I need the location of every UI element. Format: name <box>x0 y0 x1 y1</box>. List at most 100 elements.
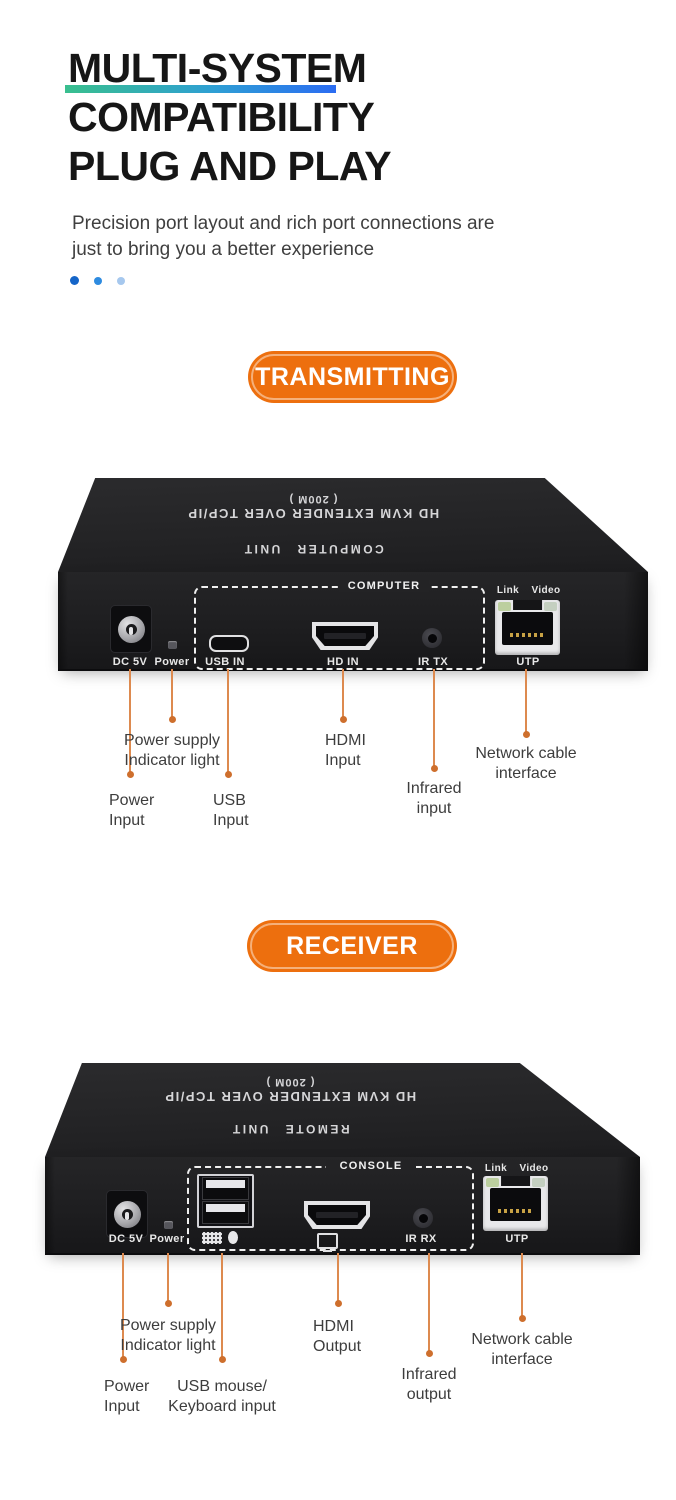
power-led <box>164 1221 173 1229</box>
dc-label: DC 5V <box>108 1233 144 1245</box>
device-range-text: ( 200M ) <box>265 1076 315 1088</box>
dc-jack-ring <box>117 615 145 643</box>
callout-label-network: Network cable interface <box>475 745 577 782</box>
transmitter-top-face: HD KVM EXTENDER OVER TCP/IP ( 200M ) COM… <box>58 478 648 572</box>
callout-line-hdmi-input <box>342 669 344 719</box>
callout-dot-network <box>518 1315 526 1322</box>
usb-a-tongue <box>206 1204 245 1212</box>
usb-a-port-top <box>202 1177 249 1200</box>
mouse-icon <box>228 1231 238 1244</box>
callout-line-network <box>525 669 527 733</box>
usb-a-dual-port <box>197 1174 254 1228</box>
transmitting-badge: TRANSMITTING <box>248 351 457 403</box>
ir-jack-hole <box>418 1213 428 1223</box>
panel-left-shade <box>45 1157 55 1253</box>
dc-jack-pin <box>129 627 133 635</box>
rj45-cavity <box>490 1188 541 1221</box>
video-label: Video <box>519 1163 549 1174</box>
receiver-badge-label: RECEIVER <box>286 931 418 960</box>
link-led <box>486 1178 499 1187</box>
callout-dot-power-input <box>126 771 134 778</box>
video-led <box>544 602 557 611</box>
usb-in-label: USB IN <box>205 656 245 668</box>
dc-power-jack <box>106 1190 148 1238</box>
title-line-3: PLUG AND PLAY <box>68 143 392 189</box>
callout-dot-usb <box>218 1356 226 1363</box>
transmitter-unit-text: COMPUTER UNIT <box>242 542 384 556</box>
transmitter-top-text: HD KVM EXTENDER OVER TCP/IP ( 200M ) <box>153 493 473 521</box>
rj45-cavity <box>502 612 553 645</box>
pagination-dot-3[interactable] <box>117 276 125 285</box>
usb-a-port-bottom <box>202 1201 249 1224</box>
monitor-icon <box>317 1233 338 1252</box>
callout-line-infrared-output <box>428 1253 430 1352</box>
callout-dot-usb-input <box>224 771 232 778</box>
title-underline <box>65 85 336 93</box>
rj45-pins <box>497 1209 534 1213</box>
callout-dot-power-led <box>164 1300 172 1307</box>
callout-dot-network <box>522 731 530 738</box>
callout-line-network <box>521 1253 523 1317</box>
power-led <box>168 641 177 649</box>
hdmi-port <box>312 622 378 650</box>
callout-label-usb-input: USB Input <box>213 792 249 829</box>
computer-group-box: COMPUTER <box>194 580 485 670</box>
callout-label-hdmi-output: HDMI Output <box>313 1318 362 1355</box>
callout-line-power-led <box>171 669 173 719</box>
callout-label-usb: USB mouse/ Keyboard input <box>168 1378 276 1415</box>
console-group-label: CONSOLE <box>326 1160 416 1172</box>
link-led <box>498 602 511 611</box>
callout-label-power-led: Power supply Indicator light <box>123 732 221 769</box>
callout-dot-infrared-output <box>425 1350 433 1357</box>
panel-right-shade <box>616 1157 640 1253</box>
receiver-unit-text: REMOTE UNIT <box>230 1122 350 1136</box>
title-line-1: MULTI-SYSTEM <box>68 45 367 91</box>
computer-group-label: COMPUTER <box>339 580 429 592</box>
pagination-dot-1[interactable] <box>70 276 79 285</box>
callout-line-usb <box>221 1253 223 1358</box>
callout-dot-hdmi-output <box>334 1300 342 1307</box>
pagination-dots <box>70 276 125 285</box>
title-line-2: COMPATIBILITY <box>68 94 375 140</box>
transmitter-front-panel: DC 5V Power COMPUTER USB IN HD IN IR TX … <box>58 572 648 671</box>
hdmi-slot <box>324 633 366 639</box>
ir-tx-jack <box>422 628 442 648</box>
hdmi-port <box>304 1201 370 1229</box>
callout-dot-power-input <box>119 1356 127 1363</box>
ir-jack-hole <box>427 633 437 643</box>
page-title: MULTI-SYSTEM COMPATIBILITY PLUG AND PLAY <box>68 44 392 191</box>
panel-right-shade <box>624 572 648 669</box>
receiver-top-text: HD KVM EXTENDER OVER TCP/IP ( 200M ) <box>130 1076 450 1104</box>
link-label: Link <box>496 585 520 596</box>
rj45-pins <box>509 633 546 637</box>
device-title-text: HD KVM EXTENDER OVER TCP/IP <box>186 506 440 521</box>
ir-rx-label: IR RX <box>405 1233 437 1245</box>
device-title-text: HD KVM EXTENDER OVER TCP/IP <box>163 1089 417 1104</box>
panel-left-shade <box>58 572 68 669</box>
dc-label: DC 5V <box>112 656 148 668</box>
callout-line-power-led <box>167 1253 169 1302</box>
callout-label-hdmi-input: HDMI Input <box>325 732 366 769</box>
keyboard-icon <box>202 1232 222 1244</box>
device-range-text: ( 200M ) <box>288 493 338 505</box>
receiver-top-face: HD KVM EXTENDER OVER TCP/IP ( 200M ) REM… <box>45 1063 640 1157</box>
utp-label: UTP <box>505 1233 529 1245</box>
ir-tx-label: IR TX <box>417 656 449 668</box>
callout-label-power-led: Power supply Indicator light <box>119 1317 217 1354</box>
callout-dot-power-led <box>168 716 176 723</box>
callout-line-infrared-input <box>433 669 435 767</box>
transmitting-badge-label: TRANSMITTING <box>255 362 450 391</box>
callout-label-infrared-input: Infrared input <box>406 780 462 817</box>
rj45-port <box>483 1176 548 1231</box>
rj45-notch <box>500 1176 531 1186</box>
callout-label-network: Network cable interface <box>471 1331 573 1368</box>
usb-c-port <box>209 635 249 652</box>
pagination-dot-2[interactable] <box>94 276 102 285</box>
video-led <box>532 1178 545 1187</box>
power-led-label: Power <box>149 1233 185 1245</box>
video-label: Video <box>531 585 561 596</box>
dc-jack-ring <box>113 1200 141 1228</box>
dc-power-jack <box>110 605 152 653</box>
utp-label: UTP <box>516 656 540 668</box>
